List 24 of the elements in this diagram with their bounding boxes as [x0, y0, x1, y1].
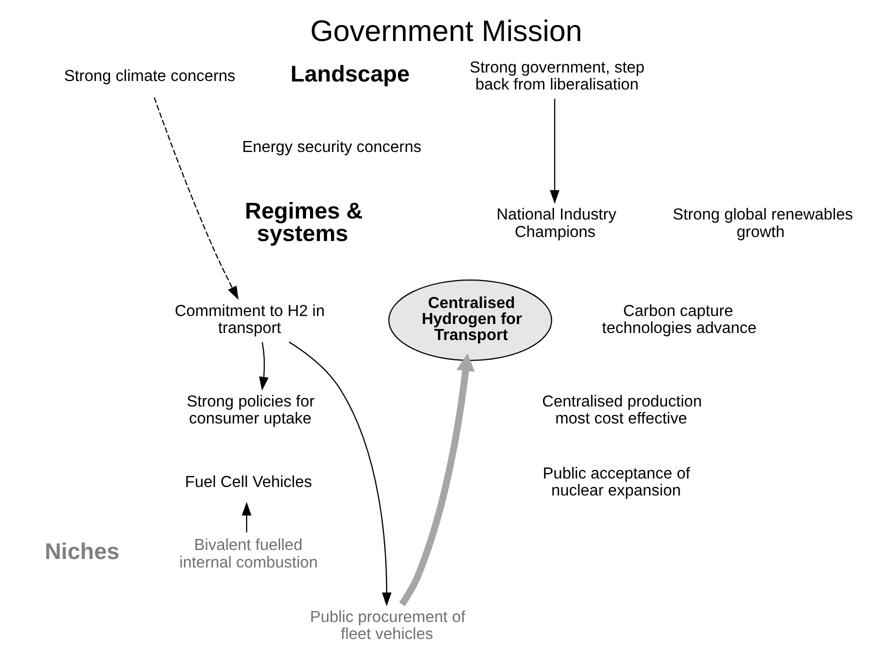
- arrow: [153, 97, 238, 300]
- node-text: Commitment to H2 in transport: [174, 302, 324, 338]
- diagram-title: Government Mission: [310, 15, 582, 48]
- label: Public acceptance of nuclear expansion: [542, 465, 690, 500]
- arrow: [549, 98, 559, 204]
- arrow: [398, 353, 474, 606]
- label: Carbon capture technologies advance: [602, 302, 756, 338]
- label: Regimes & systems: [244, 197, 362, 246]
- label: Niches: [44, 538, 119, 564]
- label: Strong global renewables growth: [672, 206, 852, 241]
- label: Centralised production most cost effective: [542, 393, 702, 428]
- node-text: Bivalent fuelled internal combustion: [178, 537, 318, 572]
- node-ellipse: Centralised Hydrogen for Transport: [388, 279, 552, 361]
- node-text: Public procurement of fleet vehicles: [309, 609, 465, 644]
- node-text: Strong government, step back from liberalisation: [469, 59, 644, 94]
- arrow: [258, 342, 268, 391]
- node-text: Strong climate concerns: [64, 68, 235, 86]
- arrow: [288, 342, 392, 606]
- label: Energy security concerns: [242, 138, 421, 156]
- label: Landscape: [290, 60, 410, 86]
- arrow: [241, 502, 251, 532]
- node-text: Strong policies for consumer uptake: [186, 393, 314, 428]
- node-text: National Industry Champions: [496, 206, 616, 241]
- node-text: Fuel Cell Vehicles: [184, 474, 312, 491]
